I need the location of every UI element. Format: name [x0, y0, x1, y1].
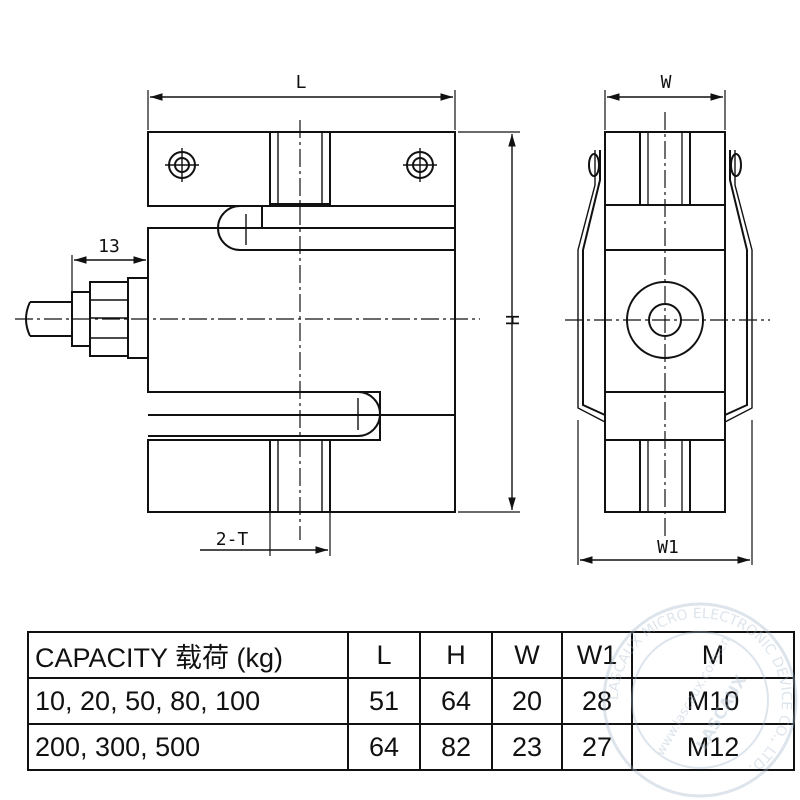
screw-left: [165, 148, 199, 182]
cell-H: 82: [419, 723, 493, 771]
cable-gland: [25, 277, 149, 359]
cell-W1: 28: [561, 677, 633, 725]
header-capacity: CAPACITY 载荷 (kg): [27, 631, 349, 679]
cell-capacity: 10, 20, 50, 80, 100: [27, 677, 349, 725]
side-view: [565, 90, 770, 565]
table-header-row: CAPACITY 载荷 (kg) L H W W1 M: [27, 631, 795, 679]
cell-W1: 27: [561, 723, 633, 771]
dim-label-L: L: [296, 72, 307, 93]
dim-label-H: H: [501, 315, 522, 326]
dim-label-W1: W1: [657, 537, 679, 558]
cell-L: 64: [347, 723, 421, 771]
capacity-table: CAPACITY 载荷 (kg) L H W W1 M 10, 20, 50, …: [27, 631, 795, 771]
dim-label-2T: 2-T: [216, 529, 249, 550]
side-bracket: [582, 150, 606, 416]
cell-H: 64: [419, 677, 493, 725]
cell-L: 51: [347, 677, 421, 725]
dim-label-13: 13: [98, 236, 120, 257]
header-M: M: [631, 631, 795, 679]
cell-W: 20: [491, 677, 563, 725]
header-W1: W1: [561, 631, 633, 679]
header-W: W: [491, 631, 563, 679]
screw-right: [403, 148, 437, 182]
header-L: L: [347, 631, 421, 679]
cell-W: 23: [491, 723, 563, 771]
cell-M: M10: [631, 677, 795, 725]
table-row: 200, 300, 500 64 82 23 27 M12: [27, 723, 795, 771]
front-view: [15, 90, 520, 556]
cell-capacity: 200, 300, 500: [27, 723, 349, 771]
header-H: H: [419, 631, 493, 679]
table-row: 10, 20, 50, 80, 100 51 64 20 28 M10: [27, 677, 795, 725]
dim-label-W: W: [661, 72, 672, 93]
s-body-outline: [147, 131, 456, 513]
cell-M: M12: [631, 723, 795, 771]
